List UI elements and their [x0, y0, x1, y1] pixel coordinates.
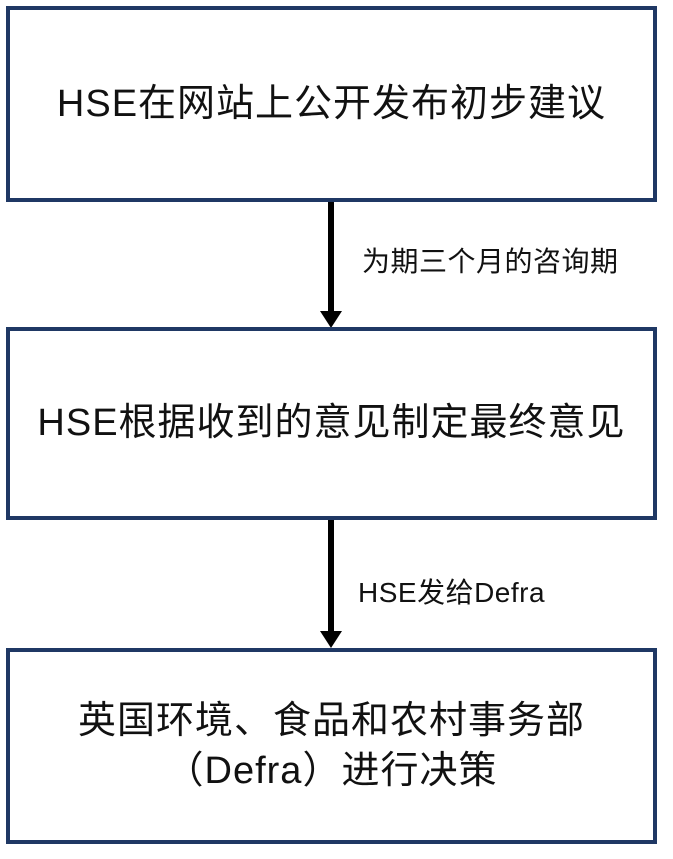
- arrow-head-down-icon: [320, 631, 342, 648]
- arrow-label-consultation-period: 为期三个月的咨询期: [362, 246, 619, 277]
- flow-step-label-line-2: （Defra）进行决策: [165, 750, 498, 792]
- arrow-shaft: [328, 202, 334, 312]
- arrow-down-1: [320, 202, 342, 328]
- arrow-down-2: [320, 520, 342, 648]
- flow-step-label: HSE在网站上公开发布初步建议: [56, 82, 607, 125]
- flow-step-label: 英国环境、食品和农村事务部 （Defra）进行决策: [78, 696, 585, 796]
- flow-step-label-line-1: 英国环境、食品和农村事务部: [77, 699, 585, 742]
- flow-step-hse-final-opinion: HSE根据收到的意见制定最终意见: [6, 327, 657, 520]
- flow-step-hse-publishes-proposal: HSE在网站上公开发布初步建议: [6, 6, 657, 202]
- arrow-head-down-icon: [320, 311, 342, 328]
- flow-step-defra-decision: 英国环境、食品和农村事务部 （Defra）进行决策: [6, 648, 657, 844]
- arrow-shaft: [328, 520, 334, 632]
- arrow-label-hse-sends-to-defra: HSE发给Defra: [358, 577, 546, 608]
- flow-step-label: HSE根据收到的意见制定最终意见: [37, 402, 626, 445]
